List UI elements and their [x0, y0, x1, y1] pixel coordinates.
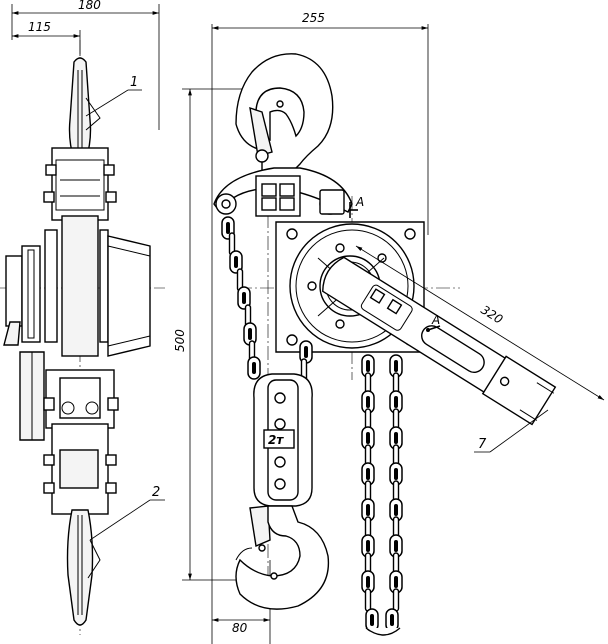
bottom-hook-front: [235, 505, 330, 610]
callout-1-label: 1: [130, 75, 138, 90]
top-yoke: [213, 167, 353, 217]
callout-2-label: 2: [152, 485, 160, 500]
callout-7: 7: [474, 409, 549, 453]
section-mark-a-lever-label: A: [431, 313, 440, 327]
dimension-80-label: 80: [232, 621, 248, 635]
dimension-255-label: 255: [302, 11, 325, 25]
callout-2: 2: [89, 485, 165, 541]
load-chain-right: [299, 340, 313, 382]
callout-1: 1: [85, 75, 142, 117]
callout-7-label: 7: [478, 437, 487, 452]
load-capacity-label: 2т: [268, 433, 284, 447]
dimension-115-label: 115: [28, 20, 51, 34]
hand-chain: [361, 354, 403, 636]
section-mark-a-top: A: [349, 195, 364, 218]
section-mark-a-top-label: A: [355, 195, 364, 209]
top-hook-front: [235, 53, 334, 173]
bottom-block-front: 2т: [253, 373, 313, 507]
body-side: [3, 215, 151, 441]
dimension-255: 255: [211, 11, 429, 644]
dimension-115: 115: [11, 20, 81, 56]
top-suspension-side: [43, 147, 117, 221]
bottom-hook-side: [66, 509, 101, 626]
front-view: 255 500 80: [173, 11, 605, 644]
top-hook-side: [68, 57, 101, 161]
bottom-block-side: [43, 369, 119, 515]
dimension-180: 180: [11, 0, 160, 130]
side-view: 180 115 1: [0, 0, 165, 635]
dimension-500-label: 500: [173, 329, 187, 352]
dimension-320-label: 320: [478, 303, 505, 327]
load-chain-left: [221, 216, 261, 380]
dimension-180-label: 180: [78, 0, 101, 12]
